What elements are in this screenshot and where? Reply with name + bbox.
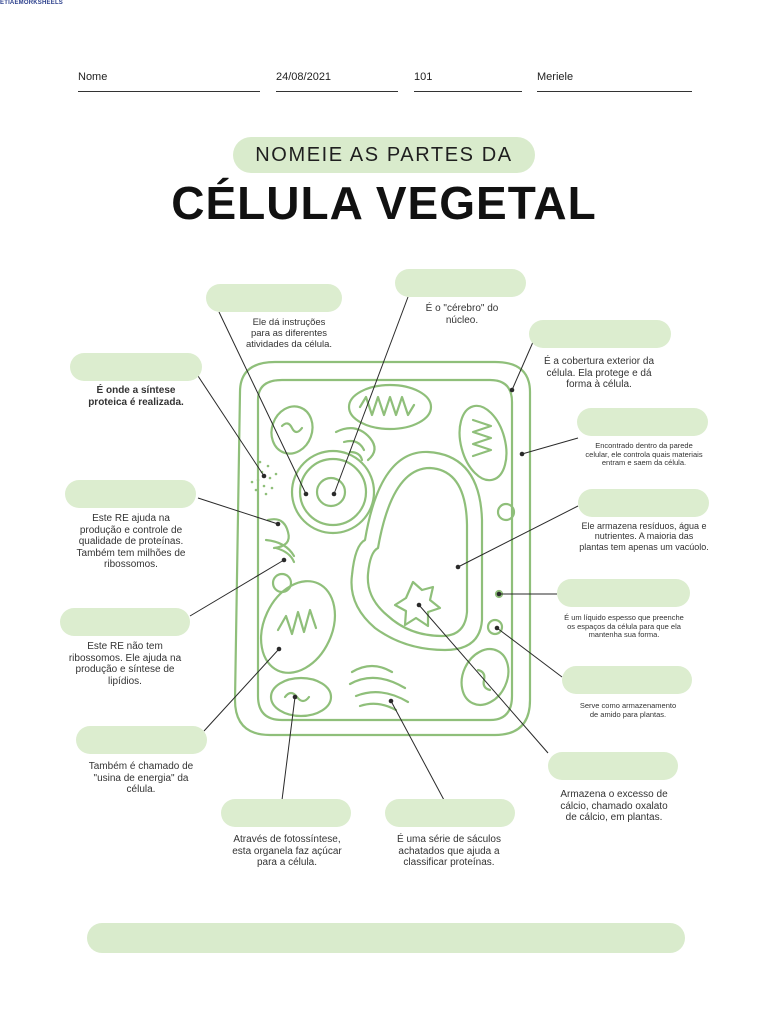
chloroplast-right bbox=[458, 404, 508, 482]
answer-box-parede[interactable] bbox=[529, 320, 671, 348]
chloroplast-bottom bbox=[260, 580, 336, 674]
nucleus-inner bbox=[298, 457, 368, 527]
nucleolus-shape bbox=[315, 476, 347, 508]
answer-box-citoplasma[interactable] bbox=[557, 579, 690, 607]
chloroplast-top bbox=[347, 383, 433, 431]
answer-box-mitocondria[interactable] bbox=[76, 726, 207, 754]
leader-lines bbox=[189, 296, 579, 801]
class-field-line bbox=[414, 91, 522, 92]
name-field-label: Nome bbox=[78, 71, 108, 83]
date-field-line bbox=[276, 91, 398, 92]
amyloplast-shape bbox=[486, 618, 504, 636]
vacuole-outer bbox=[350, 450, 484, 652]
desc-cloroplasto: Através de fotossíntese,esta organela fa… bbox=[232, 834, 342, 868]
answer-box-dna[interactable] bbox=[206, 284, 342, 312]
subtitle-pill: NOMEIE AS PARTES DA bbox=[233, 137, 535, 173]
desc-mitocondria: Também é chamado de"usina de energia" da… bbox=[88, 761, 194, 795]
answer-box-membrana[interactable] bbox=[577, 408, 708, 436]
cell-wall-outline bbox=[233, 360, 532, 737]
student-name-line bbox=[537, 91, 692, 92]
class-field: 101 bbox=[414, 71, 433, 83]
golgi-apparatus bbox=[348, 664, 410, 712]
watermark-logo: ETIAEMORKSHEELS bbox=[0, 0, 64, 6]
vesicle-right bbox=[496, 502, 516, 522]
vacuole-inner bbox=[366, 466, 469, 638]
mitochondrion-bottom-right bbox=[460, 648, 510, 706]
cell-membrane-outline bbox=[256, 378, 514, 722]
leader-endpoints bbox=[261, 387, 525, 704]
subtitle-text: NOMEIE AS PARTES DA bbox=[255, 143, 513, 166]
crystal-shape bbox=[393, 580, 442, 628]
answer-box-ribossomo[interactable] bbox=[70, 353, 202, 381]
ribosome-dots bbox=[250, 460, 278, 496]
answer-box-cristal[interactable] bbox=[548, 752, 678, 780]
footer-bar bbox=[87, 923, 685, 953]
vesicle-left bbox=[271, 572, 293, 594]
mitochondrion-bottom-left bbox=[269, 676, 333, 718]
nucleus-outer bbox=[290, 449, 376, 535]
answer-box-re-rugoso[interactable] bbox=[65, 480, 196, 508]
answer-box-nucleolo[interactable] bbox=[395, 269, 526, 297]
rough-er bbox=[264, 518, 296, 564]
date-field: 24/08/2021 bbox=[276, 71, 332, 83]
answer-box-cloroplasto[interactable] bbox=[221, 799, 351, 827]
answer-box-re-liso[interactable] bbox=[60, 608, 190, 636]
answer-box-golgi[interactable] bbox=[385, 799, 515, 827]
answer-box-vacuolo[interactable] bbox=[578, 489, 709, 517]
name-field-line bbox=[78, 91, 260, 92]
answer-box-amiloplasto[interactable] bbox=[562, 666, 692, 694]
student-name-field: Meriele bbox=[537, 71, 574, 83]
page-title: CÉLULA VEGETAL bbox=[171, 177, 597, 229]
mitochondrion-top-left bbox=[270, 405, 314, 455]
